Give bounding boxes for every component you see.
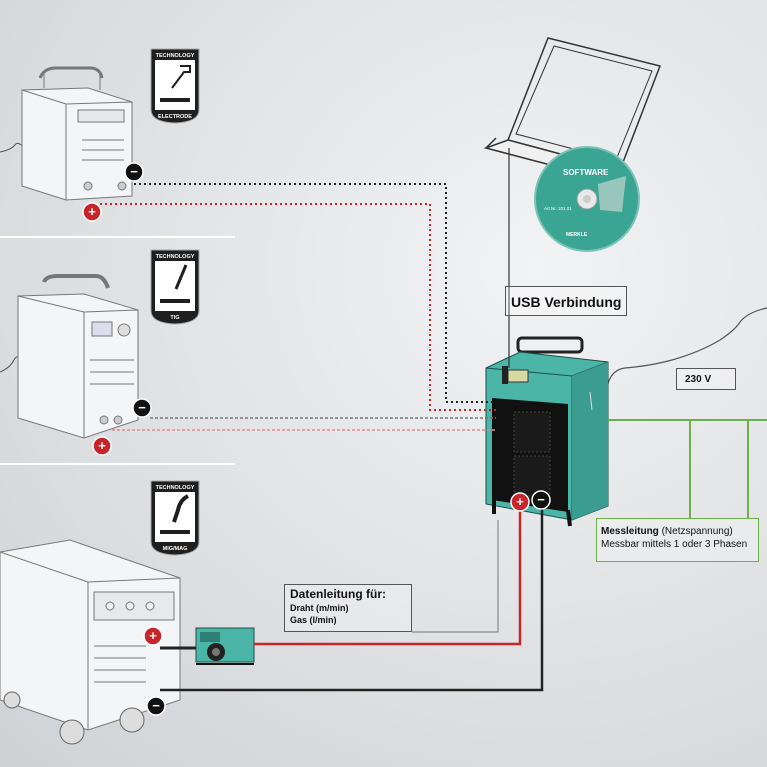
badge-tig-top: TECHNOLOGY	[156, 254, 195, 260]
mains-cable	[606, 307, 767, 389]
plus-marker-tig: +	[92, 436, 112, 456]
svg-text:−: −	[130, 164, 138, 179]
tig-welder	[17, 274, 139, 439]
data-line-callout: Datenleitung für: Draht (m/min) Gas (l/m…	[284, 584, 412, 632]
software-disc	[534, 146, 640, 252]
plus-marker-device: +	[510, 492, 530, 512]
badge-mig-bottom: MIG/MAG	[163, 546, 188, 552]
svg-text:−: −	[152, 698, 160, 713]
measurement-callout: Messleitung (Netzspannung) Messbar mitte…	[596, 518, 759, 562]
data-line-item: Draht (m/min)	[290, 603, 349, 613]
measurement-title-suffix: (Netzspannung)	[658, 526, 733, 537]
electrode-welder	[21, 66, 133, 201]
measurement-subtitle: Messbar mittels 1 oder 3 Phasen	[601, 539, 748, 550]
left-cable-1	[0, 142, 25, 153]
data-line-title: Datenleitung für:	[290, 587, 386, 601]
badge-mig-mag: TECHNOLOGY MIG/MAG	[150, 480, 200, 556]
svg-text:+: +	[149, 628, 157, 643]
mig-pos-line	[254, 506, 522, 646]
mig-neg-line	[160, 506, 544, 692]
badge-tig-bottom: TIG	[170, 315, 179, 321]
mig-welder	[0, 539, 181, 745]
electrode-neg-line	[134, 183, 496, 403]
measurement-title: Messleitung	[601, 526, 659, 537]
disc-label: SOFTWARE	[563, 168, 609, 177]
tig-torch-icon	[174, 264, 188, 290]
data-cable	[412, 520, 499, 633]
badge-electrode-top: TECHNOLOGY	[156, 53, 195, 59]
badge-electrode-bottom: ELECTRODE	[158, 114, 192, 120]
electrode-holder-icon	[171, 65, 191, 89]
mains-voltage-label: 230 V	[676, 368, 736, 390]
svg-text:+: +	[88, 204, 96, 219]
minus-marker-mig: −	[146, 696, 166, 716]
badge-electrode: TECHNOLOGY ELECTRODE	[150, 48, 200, 124]
data-line-item: Gas (l/min)	[290, 615, 337, 625]
badge-mig-top: TECHNOLOGY	[156, 485, 195, 491]
plus-marker-electrode: +	[82, 202, 102, 222]
svg-text:+: +	[516, 494, 524, 509]
svg-text:+: +	[98, 438, 106, 453]
wire-feeder	[195, 627, 255, 665]
svg-text:−: −	[138, 400, 146, 415]
disc-brand: MERKLE	[566, 232, 588, 238]
mig-torch-icon	[172, 494, 189, 523]
disc-code: Art.Nr. 101.01	[544, 206, 572, 211]
electrode-pos-line	[100, 203, 496, 411]
plus-marker-mig: +	[143, 626, 163, 646]
minus-marker-tig: −	[132, 398, 152, 418]
svg-text:−: −	[537, 492, 545, 507]
measurement-device	[485, 336, 609, 527]
usb-label: USB Verbindung	[505, 286, 627, 316]
badge-tig: TECHNOLOGY TIG	[150, 249, 200, 325]
minus-marker-device: −	[531, 490, 551, 510]
minus-marker-electrode: −	[124, 162, 144, 182]
